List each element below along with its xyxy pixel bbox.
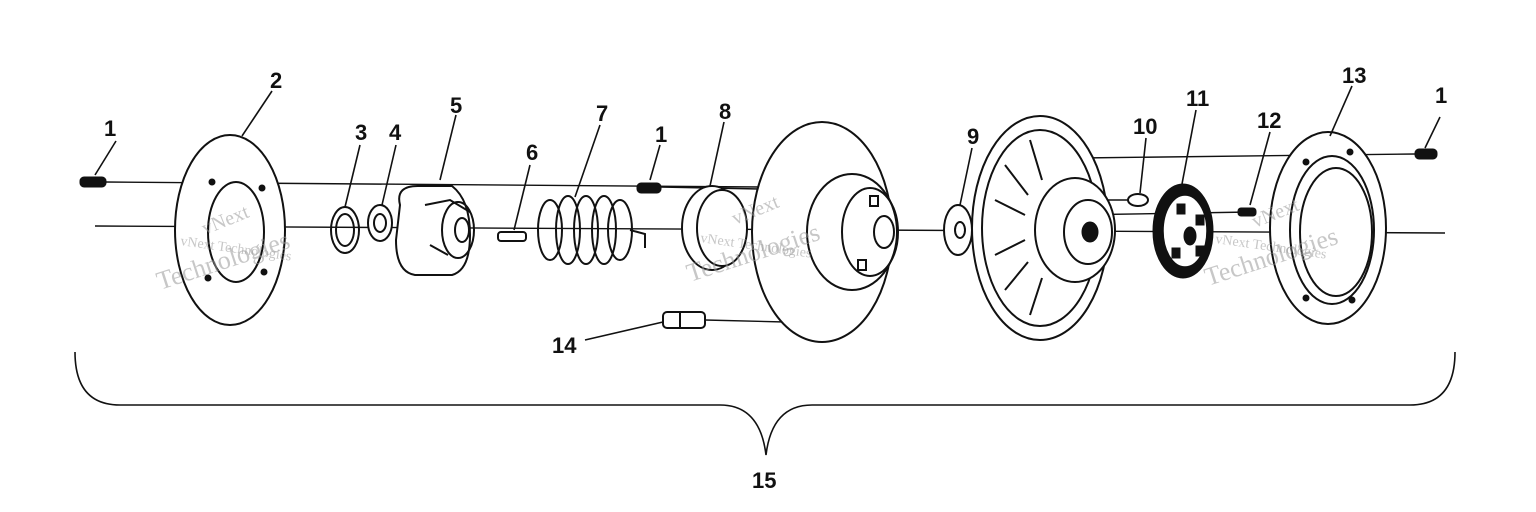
callout-7: 7 — [596, 101, 608, 126]
part-6-pin — [497, 231, 527, 242]
callout-2: 2 — [270, 68, 282, 93]
part-9-washer — [943, 204, 973, 256]
part-13-cover — [1269, 131, 1387, 325]
part-5-cam — [394, 184, 475, 276]
callout-14: 14 — [552, 333, 577, 358]
callout-labels: 1 2 3 4 5 6 7 1 8 9 10 11 12 13 1 14 15 — [104, 63, 1447, 493]
part-4-washer — [367, 204, 393, 242]
callout-3: 3 — [355, 120, 367, 145]
part-1-bolt-left — [79, 176, 107, 188]
callout-11: 11 — [1186, 86, 1209, 111]
callout-13: 13 — [1342, 63, 1366, 88]
assembly-brace — [74, 351, 1456, 456]
bolt-line-14 — [704, 319, 786, 323]
callout-15: 15 — [752, 468, 776, 493]
callout-1-right: 1 — [1435, 83, 1447, 108]
callout-9: 9 — [967, 124, 979, 149]
part-14-fitting — [662, 311, 706, 329]
callout-4: 4 — [389, 120, 402, 145]
part-7-spring — [537, 195, 646, 265]
callout-8: 8 — [719, 99, 731, 124]
callout-12: 12 — [1257, 108, 1281, 133]
part-2-cover-plate — [174, 134, 286, 326]
callout-5: 5 — [450, 93, 462, 118]
moveable-sheave — [751, 121, 899, 343]
leader-lines — [94, 85, 1441, 341]
callout-6: 6 — [526, 140, 538, 165]
callout-1-middle: 1 — [655, 122, 667, 147]
callout-10: 10 — [1133, 114, 1157, 139]
callout-1-left: 1 — [104, 116, 116, 141]
part-1-bolt-right — [1414, 148, 1438, 160]
part-1-bolt-middle — [636, 182, 662, 194]
part-11-spider — [1152, 183, 1214, 279]
part-12-bolt — [1237, 207, 1257, 217]
part-8-ring — [681, 185, 748, 271]
part-10-roller — [1127, 193, 1149, 207]
part-3-snap-ring — [330, 206, 360, 254]
fixed-sheave — [971, 115, 1116, 341]
